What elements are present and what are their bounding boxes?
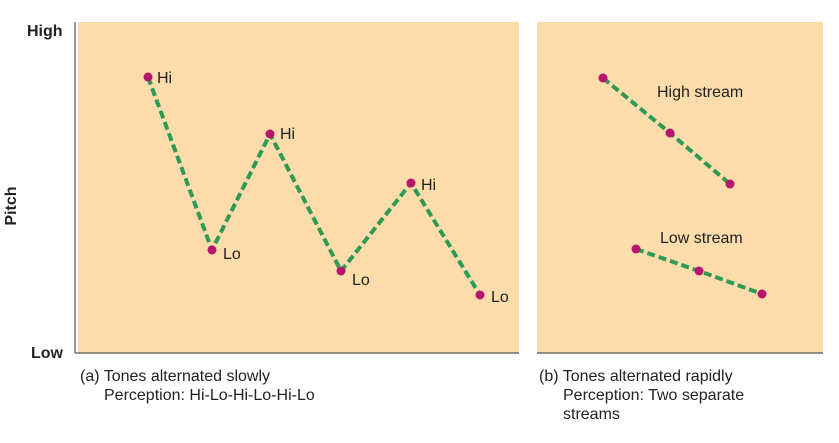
tone-label: Hi bbox=[421, 177, 436, 194]
tone-dot bbox=[207, 245, 217, 255]
y-axis-high-label: High bbox=[27, 23, 63, 40]
panel-a-caption-line2: Perception: Hi-Lo-Hi-Lo-Hi-Lo bbox=[104, 387, 315, 404]
tone-dot bbox=[694, 266, 704, 276]
y-axis-low-label: Low bbox=[31, 345, 64, 362]
tone-dot bbox=[665, 128, 675, 138]
panel-a-sequence-line bbox=[146, 76, 482, 297]
y-axis-title: Pitch bbox=[3, 186, 20, 225]
panel-a-tone-dots bbox=[143, 72, 485, 300]
panel-b-caption-line1: (b) Tones alternated rapidly bbox=[539, 368, 733, 385]
tone-dot bbox=[631, 244, 641, 254]
tone-label: Lo bbox=[352, 272, 370, 289]
tone-dot bbox=[598, 73, 608, 83]
tone-dot bbox=[725, 179, 735, 189]
panel-b-caption-line3: streams bbox=[563, 406, 620, 423]
low-stream-label: Low stream bbox=[660, 230, 743, 247]
tone-label: Hi bbox=[280, 126, 295, 143]
high-stream-label: High stream bbox=[657, 84, 743, 101]
tone-dot bbox=[265, 129, 275, 139]
tone-dot bbox=[336, 266, 346, 276]
tone-dot bbox=[475, 290, 485, 300]
panel-a-caption: (a) Tones alternated slowly Perception: … bbox=[80, 367, 315, 405]
tone-label: Lo bbox=[491, 289, 509, 306]
tone-dot bbox=[757, 289, 767, 299]
tone-dot bbox=[143, 72, 153, 82]
panel-b-tone-dots bbox=[598, 73, 767, 299]
tone-label: Hi bbox=[157, 70, 172, 87]
panel-b-caption: (b) Tones alternated rapidly Perception:… bbox=[539, 367, 744, 424]
panel-b-background bbox=[537, 22, 823, 353]
tone-dot bbox=[406, 178, 416, 188]
panel-a-caption-line1: (a) Tones alternated slowly bbox=[80, 368, 271, 385]
tone-label: Lo bbox=[223, 246, 241, 263]
panel-b-caption-line2: Perception: Two separate bbox=[563, 387, 745, 404]
